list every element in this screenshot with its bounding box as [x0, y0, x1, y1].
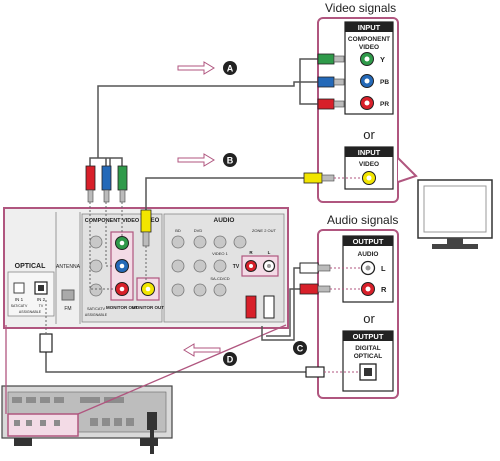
audio-output-header-bg	[343, 236, 393, 246]
component-video-title-2: VIDEO	[359, 44, 379, 51]
svg-text:FM: FM	[64, 306, 71, 312]
svg-text:ASSIGNABLE: ASSIGNABLE	[19, 310, 42, 314]
optical-plugs	[39, 333, 325, 378]
audio-l-jack	[360, 260, 376, 276]
tv-icon	[417, 179, 493, 249]
video-signals-title: Video signals	[325, 1, 396, 15]
component-input-header-bg	[345, 22, 393, 32]
svg-text:SAT/CATV: SAT/CATV	[11, 304, 28, 308]
component-input-header: INPUT	[358, 23, 381, 32]
component-video-title-1: COMPONENT	[348, 36, 390, 43]
svg-text:SAT/CATV: SAT/CATV	[87, 307, 105, 311]
or-text-audio: or	[363, 311, 375, 326]
composite-input-header-bg	[345, 147, 393, 157]
svg-text:TV: TV	[233, 264, 240, 270]
component-plugs-source	[317, 53, 345, 110]
audio-signals-title: Audio signals	[327, 213, 398, 227]
marker-d: D	[223, 352, 237, 366]
antenna-label: ANTENNA	[56, 264, 81, 270]
svg-text:R: R	[249, 250, 253, 255]
marker-b: B	[223, 153, 237, 167]
jack-label-l: L	[381, 264, 386, 273]
svg-text:SA-CD/CD: SA-CD/CD	[210, 276, 229, 281]
svg-text:ASSIGNABLE: ASSIGNABLE	[85, 313, 108, 317]
component-drop-lines	[89, 202, 123, 290]
component-plugs-receiver	[85, 165, 128, 203]
component-y-jack	[360, 52, 374, 66]
svg-text:B: B	[227, 156, 234, 166]
video-frame-pointer	[397, 157, 418, 183]
composite-video-title: VIDEO	[359, 161, 379, 168]
marker-c: C	[293, 341, 307, 355]
svg-text:ZONE 2 OUT: ZONE 2 OUT	[252, 228, 277, 233]
jack-label-r: R	[381, 285, 387, 294]
receiver-thumbnail	[1, 324, 287, 454]
svg-text:A: A	[227, 64, 234, 74]
cable-a	[89, 58, 318, 166]
marker-a: A	[223, 61, 237, 75]
digital-optical-title-1: DIGITAL	[355, 345, 381, 352]
or-text-video: or	[363, 127, 375, 142]
svg-text:D: D	[227, 355, 234, 365]
digital-optical-title-2: OPTICAL	[354, 353, 383, 360]
jack-label-pb: PB	[380, 79, 389, 86]
composite-video-jack	[362, 171, 376, 185]
component-pb-jack	[360, 74, 374, 88]
component-video-section-label: COMPONENT VIDEO	[85, 218, 140, 224]
svg-text:MONITOR OUT: MONITOR OUT	[106, 305, 138, 310]
audio-section-label: AUDIO	[214, 217, 235, 224]
jack-label-pr: PR	[380, 101, 389, 108]
svg-text:TV: TV	[39, 304, 44, 308]
optical-output-header: OUTPUT	[353, 332, 384, 341]
optical-section-label: OPTICAL	[15, 263, 46, 270]
svg-text:IN 1: IN 1	[15, 297, 24, 302]
cable-d	[45, 352, 306, 373]
audio-plugs	[245, 262, 331, 319]
audio-output-header: OUTPUT	[353, 237, 384, 246]
audio-r-jack	[361, 282, 375, 296]
audio-output-title: AUDIO	[358, 251, 379, 258]
svg-text:MONITOR OUT: MONITOR OUT	[132, 305, 164, 310]
svg-text:BD: BD	[175, 228, 181, 233]
cable-b	[145, 177, 304, 210]
svg-text:L: L	[268, 250, 271, 255]
svg-text:IN 2: IN 2	[37, 297, 46, 302]
cable-c	[261, 267, 300, 341]
svg-text:VIDEO 1: VIDEO 1	[212, 251, 229, 256]
svg-text:DVD: DVD	[194, 228, 203, 233]
jack-label-y: Y	[380, 55, 385, 64]
component-pr-jack	[360, 96, 374, 110]
composite-input-header: INPUT	[358, 148, 381, 157]
flow-arrows	[177, 61, 221, 357]
optical-output-header-bg	[343, 331, 393, 341]
optical-output-jack	[359, 363, 377, 381]
svg-text:C: C	[297, 344, 304, 354]
